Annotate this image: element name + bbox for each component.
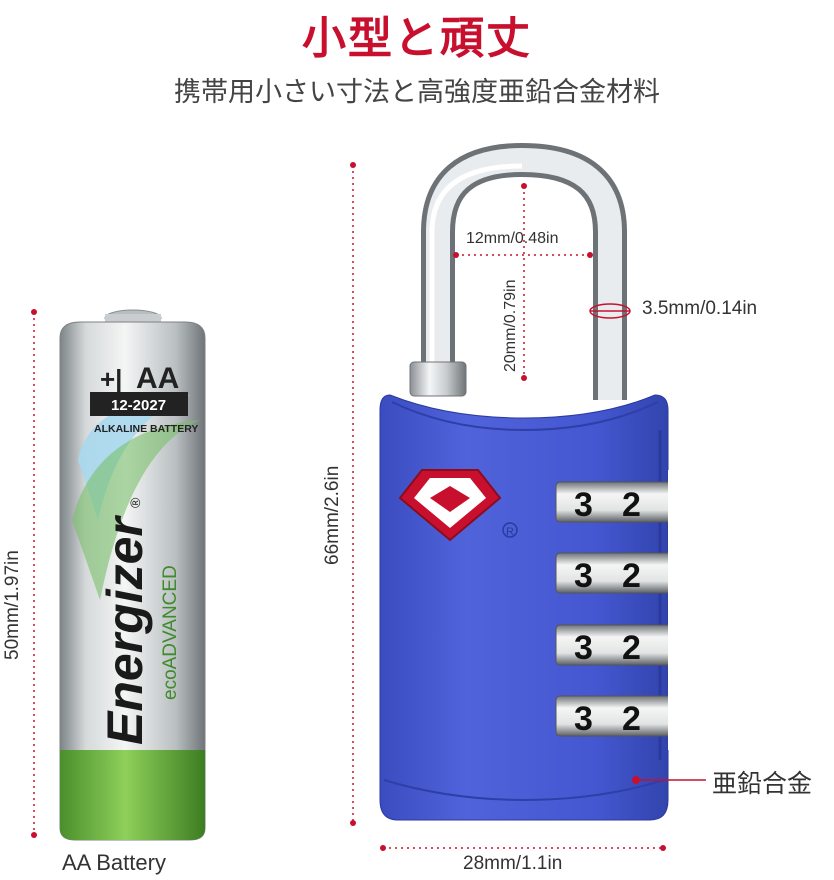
combination-dial-4: 3 2 1 bbox=[555, 695, 687, 738]
dimension-endpoint bbox=[350, 820, 356, 826]
dimension-endpoint bbox=[453, 252, 459, 258]
registered-mark: R bbox=[506, 526, 514, 538]
battery-line: ecoADVANCED bbox=[160, 565, 181, 700]
dial-digit: 2 bbox=[622, 557, 641, 595]
page-subtitle: 携帯用小さい寸法と高強度亜鉛合金材料 bbox=[174, 77, 660, 108]
dimension-endpoint bbox=[521, 183, 527, 189]
lock-height-label: 66mm/2.6in bbox=[322, 465, 343, 565]
combination-dial-1: 3 2 1 bbox=[555, 481, 687, 524]
dial-digit: 3 bbox=[574, 486, 593, 524]
registered-mark-circle bbox=[502, 522, 518, 538]
battery-type: ALKALINE BATTERY bbox=[94, 423, 198, 435]
lock-width-label: 28mm/1.1in bbox=[463, 853, 563, 874]
dial-digit: 2 bbox=[622, 486, 641, 524]
material-label: 亜鉛合金 bbox=[712, 769, 813, 798]
battery-date-code: 12-2027 bbox=[111, 397, 166, 414]
page-title: 小型と頑丈 bbox=[302, 13, 532, 64]
padlock-body bbox=[379, 394, 669, 821]
shackle-diameter-label: 3.5mm/0.14in bbox=[642, 298, 758, 319]
dial-digit: 3 bbox=[574, 629, 593, 667]
battery-polarity: +| bbox=[100, 364, 122, 394]
aa-battery-image bbox=[59, 309, 206, 841]
combination-dial-3: 3 2 1 bbox=[555, 624, 687, 667]
dial-digit: 3 bbox=[574, 557, 593, 595]
tsa-diamond-logo bbox=[398, 469, 502, 542]
dimension-endpoint bbox=[350, 162, 356, 168]
shackle-height-label: 20mm/0.79in bbox=[502, 279, 519, 373]
battery-trademark: ® bbox=[127, 497, 143, 508]
dial-digit: 3 bbox=[574, 700, 593, 738]
battery-size: AA bbox=[136, 362, 179, 395]
dimension-endpoint bbox=[380, 845, 386, 851]
dial-digit: 2 bbox=[622, 700, 641, 738]
shackle-width-label: 12mm/0.48in bbox=[466, 230, 559, 247]
dimension-endpoint bbox=[587, 252, 593, 258]
padlock-shackle bbox=[409, 142, 627, 400]
dimension-endpoint bbox=[521, 375, 527, 381]
battery-brand: Energizer bbox=[97, 515, 153, 745]
dimension-endpoint bbox=[660, 845, 666, 851]
dimension-endpoint bbox=[31, 832, 37, 838]
dial-digit: 2 bbox=[622, 629, 641, 667]
combination-dial-2: 3 2 1 bbox=[555, 552, 687, 595]
battery-height-label: 50mm/1.97in bbox=[2, 550, 23, 660]
battery-caption: AA Battery bbox=[62, 850, 166, 875]
dimension-endpoint bbox=[31, 309, 37, 315]
